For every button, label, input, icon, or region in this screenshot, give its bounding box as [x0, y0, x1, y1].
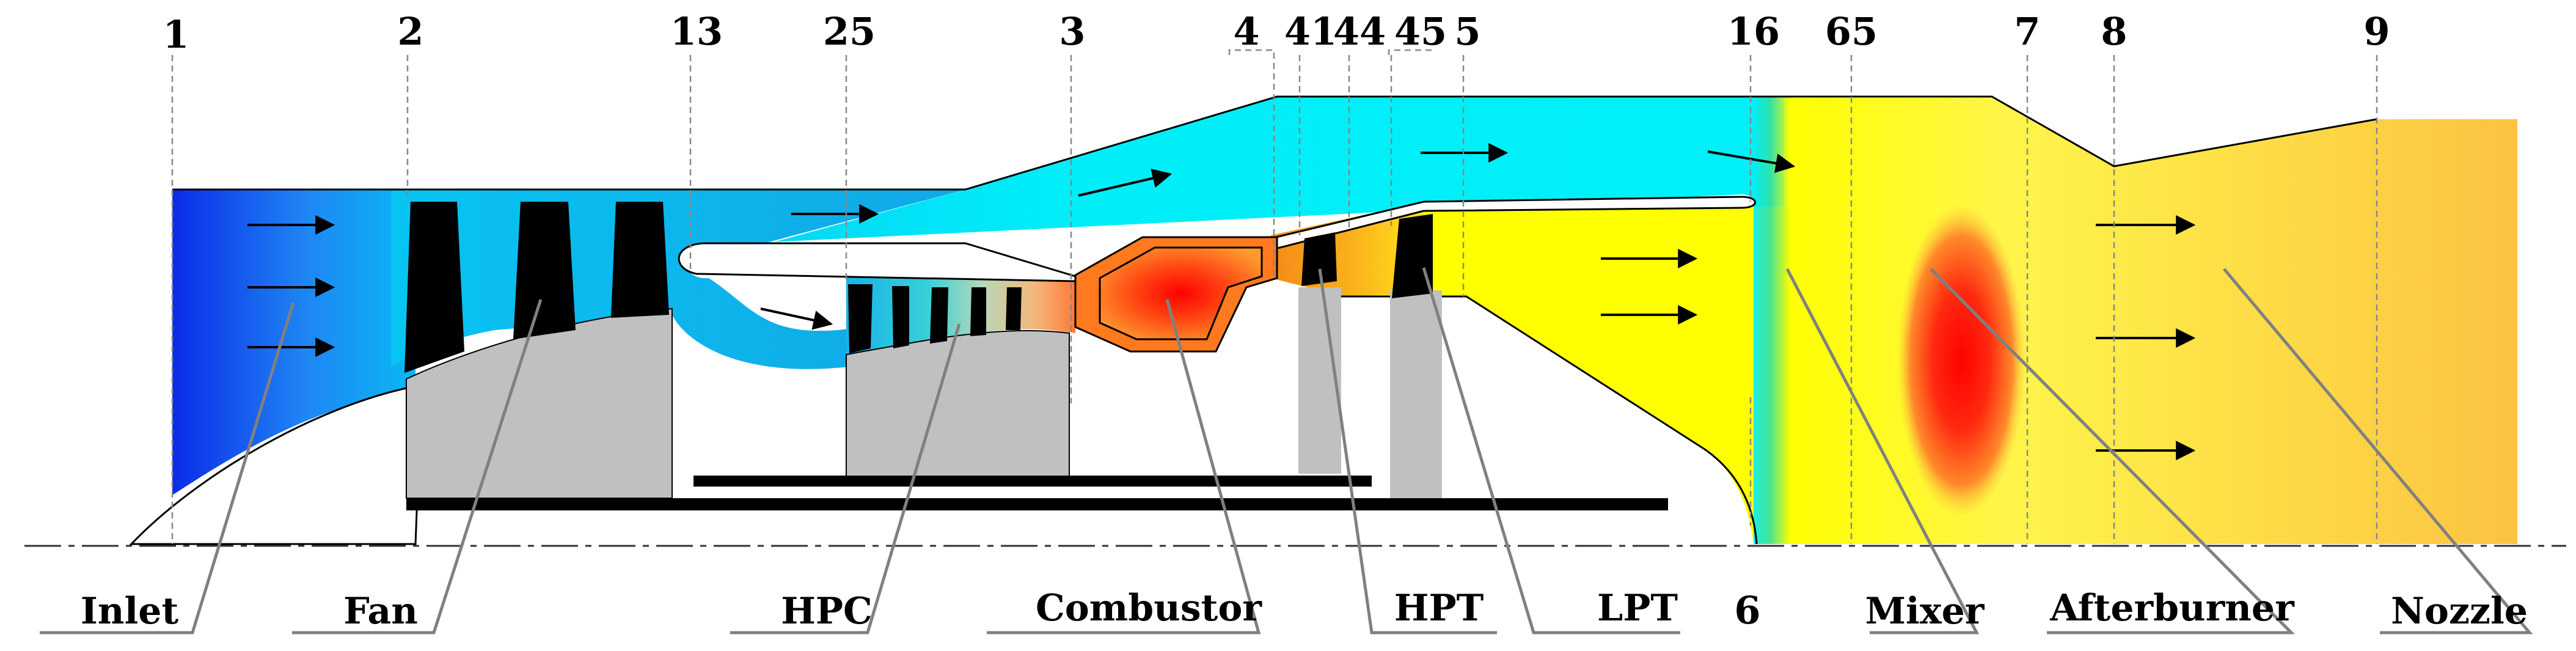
fan-blades	[404, 202, 669, 373]
station-label-3: 3	[1059, 9, 1085, 54]
low-pressure-shaft	[406, 498, 1668, 510]
hpc-hub	[846, 329, 1070, 480]
station-label-41: 41	[1284, 9, 1337, 54]
lpt-blade	[1392, 214, 1433, 298]
component-label-hpc: HPC	[781, 590, 873, 633]
station-label-6: 6	[1734, 588, 1760, 633]
inlet-region	[172, 189, 415, 495]
fan-blade	[513, 202, 576, 339]
component-label-hpt: HPT	[1394, 587, 1484, 630]
component-labels: Inlet Fan HPC Combustor HPT LPT Mixer Af…	[81, 587, 2528, 633]
fan-blade	[404, 202, 464, 373]
hpc-blade	[930, 287, 948, 344]
mixer-region	[1754, 97, 1790, 544]
fan-blade	[611, 202, 669, 318]
station-label-4: 4	[1233, 9, 1259, 54]
hpt-hub	[1298, 287, 1341, 474]
component-label-lpt: LPT	[1597, 587, 1678, 630]
flow-arrow	[1078, 168, 1173, 197]
station-label-5: 5	[1454, 9, 1480, 54]
station-label-44: 44	[1333, 9, 1386, 54]
station-label-8: 8	[2101, 9, 2127, 54]
inlet-spinner	[129, 384, 423, 545]
flow-arrow	[760, 307, 833, 330]
splitter-cowl	[678, 196, 1756, 282]
afterburner-flame	[1897, 205, 2025, 517]
core-outline	[1341, 295, 1758, 545]
station-lines	[171, 49, 2378, 544]
station-label-13: 13	[670, 9, 723, 54]
lpt-hub	[1390, 290, 1442, 501]
leader-lines	[40, 267, 2533, 634]
component-label-combustor: Combustor	[1036, 587, 1262, 630]
station-label-25: 25	[823, 9, 876, 54]
station-label-9: 9	[2363, 9, 2390, 54]
component-label-nozzle: Nozzle	[2391, 590, 2528, 633]
hpc-blade	[970, 287, 986, 336]
component-label-afterburner: Afterburner	[2049, 587, 2295, 630]
outer-casing	[172, 95, 2377, 191]
high-pressure-shaft	[693, 476, 1372, 487]
station-labels: 1 2 13 25 3 4 41 44 45 5 16 65 7 8 9 6	[163, 9, 2390, 633]
station-label-16: 16	[1727, 9, 1780, 54]
combustor-core	[1099, 246, 1263, 340]
hpc-blade	[892, 286, 909, 348]
hpt-blade	[1301, 232, 1337, 286]
component-label-inlet: Inlet	[81, 590, 179, 633]
hpc-blades	[848, 284, 1022, 353]
hpc-blade	[1006, 287, 1022, 330]
bypass-duct	[688, 97, 1784, 262]
station-label-1: 1	[163, 12, 189, 57]
station-label-45: 45	[1394, 9, 1447, 54]
station-label-65: 65	[1825, 9, 1878, 54]
station-label-2: 2	[397, 9, 423, 54]
component-label-fan: Fan	[343, 590, 418, 633]
component-label-mixer: Mixer	[1865, 590, 1985, 633]
hpc-blade	[848, 284, 873, 353]
station-label-7: 7	[2014, 9, 2040, 54]
